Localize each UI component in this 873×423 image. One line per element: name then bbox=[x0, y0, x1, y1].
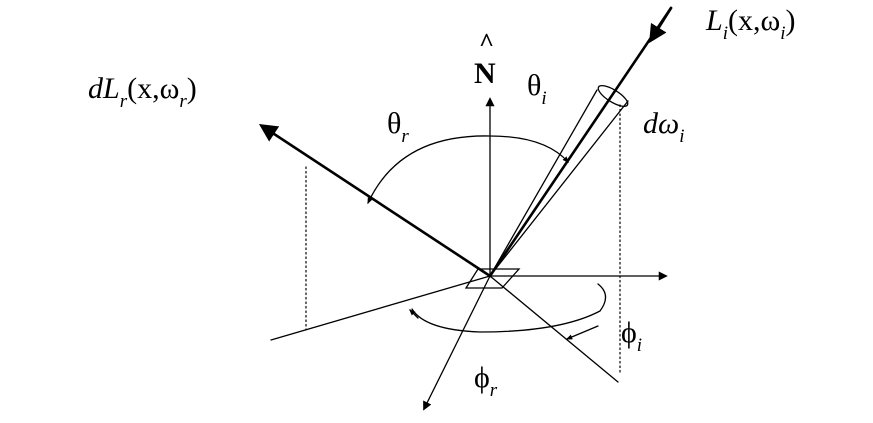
incident-args-sub: i bbox=[780, 23, 785, 44]
phi-arc bbox=[411, 283, 607, 333]
reflected-ray bbox=[258, 123, 492, 278]
d-omega-i-sub: i bbox=[679, 126, 684, 147]
phi-i-sub: i bbox=[637, 335, 642, 356]
reflected-args: (x,ω bbox=[127, 72, 179, 105]
incident-projection-line bbox=[489, 275, 619, 383]
phi-i-arrow bbox=[565, 325, 599, 340]
theta-r-sub: r bbox=[401, 126, 409, 147]
normal-label: N bbox=[474, 57, 496, 90]
phi-r-sub: r bbox=[490, 380, 498, 401]
phi-i-base: ϕ bbox=[621, 316, 637, 349]
incident-args: (x,ω bbox=[728, 4, 780, 37]
d-omega-i-base: dω bbox=[643, 107, 679, 140]
incident-base: L bbox=[705, 4, 723, 37]
tangent-axis-y bbox=[423, 275, 491, 411]
phi-r-base: ϕ bbox=[474, 361, 490, 394]
reflected-projection-line bbox=[270, 275, 491, 341]
theta-i-base: θ bbox=[527, 69, 541, 102]
reflected-args-sub: r bbox=[179, 91, 187, 112]
cone-cap bbox=[597, 85, 629, 107]
d-omega-i-label: dωi bbox=[643, 107, 684, 147]
reflected-radiance-label: dLr(x,ωr) bbox=[88, 72, 197, 112]
reflected-sub: r bbox=[120, 91, 128, 112]
cone-left-edge bbox=[489, 89, 598, 277]
theta-i-sub: i bbox=[541, 88, 546, 109]
reflected-base: dL bbox=[88, 72, 120, 105]
phi-r-label: ϕr bbox=[474, 361, 498, 401]
cone-right-edge bbox=[489, 100, 629, 277]
theta-r-base: θ bbox=[387, 107, 401, 140]
normal-hat: ^ bbox=[479, 28, 494, 57]
phi-i-label: ϕi bbox=[621, 316, 642, 356]
incident-ray bbox=[488, 6, 673, 278]
reflected-args-close: ) bbox=[187, 72, 197, 105]
theta-i-label: θi bbox=[527, 69, 547, 109]
phi-r-arrow bbox=[409, 309, 419, 319]
theta-i-arc bbox=[489, 135, 569, 163]
incident-ray-arrow bbox=[649, 6, 673, 44]
incident-args-close: ) bbox=[786, 4, 796, 37]
theta-r-arc bbox=[367, 135, 491, 205]
incident-radiance-label: Li(x,ωi) bbox=[705, 4, 796, 44]
theta-r-label: θr bbox=[387, 107, 409, 147]
incident-sub: i bbox=[723, 23, 728, 44]
